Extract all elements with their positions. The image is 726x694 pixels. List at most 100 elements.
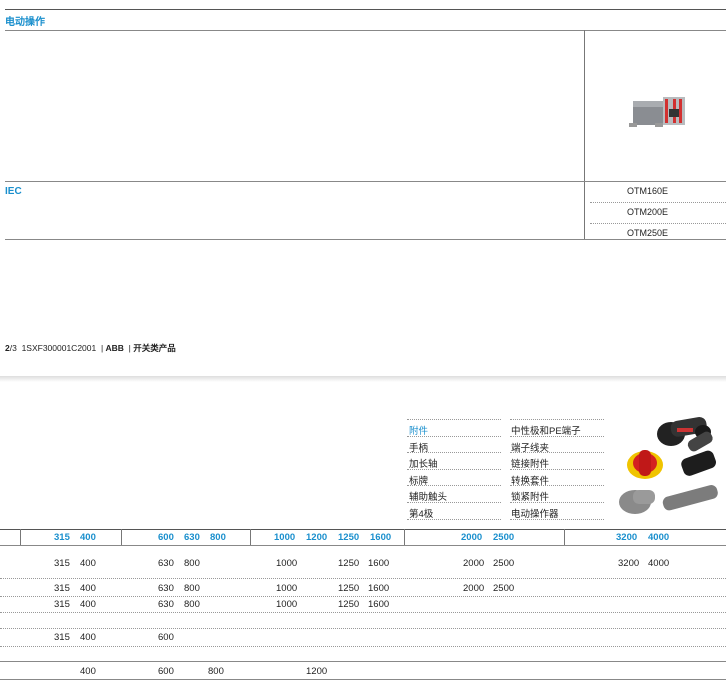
header-3200: 3200	[616, 532, 638, 543]
table-cell: 4000	[648, 558, 670, 569]
menu-divider	[510, 502, 604, 503]
menu-top-rule	[510, 419, 604, 420]
menu-divider	[510, 485, 604, 486]
menu-divider	[510, 436, 604, 437]
menu-divider	[407, 452, 501, 453]
header-1200: 1200	[306, 532, 328, 543]
table-cell: 400	[80, 632, 96, 643]
iec-rule	[5, 181, 726, 182]
top-table-bottom-rule	[5, 239, 726, 240]
menu-item-link-accessory[interactable]: 链接附件	[511, 459, 550, 470]
menu-item-extension-shaft[interactable]: 加长轴	[409, 459, 438, 470]
table-cell: 1600	[368, 583, 390, 594]
page-break	[0, 376, 726, 382]
section-rule	[0, 661, 726, 662]
menu-item-aux-contact[interactable]: 辅助触头	[409, 492, 448, 503]
col-divider	[121, 529, 122, 545]
menu-item-lock-accessory[interactable]: 锁紧附件	[511, 492, 550, 503]
menu-divider	[510, 519, 604, 520]
menu-item-neutral-pe[interactable]: 中性极和PE端子	[511, 426, 581, 437]
col-divider	[404, 529, 405, 545]
category: 开关类产品	[133, 343, 176, 353]
col-divider	[20, 529, 21, 545]
table-cell: 1000	[276, 599, 298, 610]
menu-item-label-plate[interactable]: 标牌	[409, 476, 429, 487]
table-cell: 800	[184, 583, 200, 594]
menu-item-accessories[interactable]: 附件	[409, 426, 429, 437]
table-cell: 400	[80, 599, 96, 610]
model-divider	[590, 202, 726, 203]
header-4000: 4000	[648, 532, 670, 543]
model-otm200e: OTM200E	[627, 207, 669, 217]
header-1600: 1600	[370, 532, 392, 543]
row-divider	[0, 612, 726, 613]
menu-divider	[407, 485, 501, 486]
row-divider	[0, 646, 726, 647]
page-footer: 2/3 1SXF300001C2001 | ABB | 开关类产品	[5, 343, 176, 353]
col-divider	[250, 529, 251, 545]
table-cell: 1000	[276, 583, 298, 594]
brand: ABB	[105, 343, 124, 353]
header-630: 630	[184, 532, 200, 543]
row-divider	[0, 628, 726, 629]
menu-divider	[407, 502, 501, 503]
menu-divider	[510, 452, 604, 453]
image-column-divider	[584, 30, 585, 240]
table-cell: 800	[184, 599, 200, 610]
page-number: 2	[5, 343, 10, 353]
table-cell: 800	[184, 558, 200, 569]
table-cell: 1250	[338, 558, 360, 569]
menu-divider	[407, 436, 501, 437]
model-otm250e: OTM250E	[627, 228, 669, 238]
table-cell: 2500	[493, 583, 515, 594]
table-cell: 315	[54, 599, 70, 610]
header-2500: 2500	[493, 532, 515, 543]
model-divider	[590, 223, 726, 224]
menu-item-conversion-kit[interactable]: 转换套件	[511, 476, 550, 487]
table-cell: 600	[158, 666, 174, 677]
table-cell: 1600	[368, 599, 390, 610]
menu-item-motor-operator[interactable]: 电动操作器	[511, 509, 559, 520]
table-cell: 630	[158, 583, 174, 594]
row-divider	[0, 596, 726, 597]
table-cell: 315	[54, 632, 70, 643]
iec-label: IEC	[5, 186, 22, 197]
menu-divider	[407, 519, 501, 520]
table-cell: 400	[80, 583, 96, 594]
header-400: 400	[80, 532, 96, 543]
col-divider	[564, 529, 565, 545]
menu-top-rule	[407, 419, 501, 420]
header-600: 600	[158, 532, 174, 543]
section-rule	[5, 30, 726, 31]
row-divider	[0, 578, 726, 579]
table-cell: 1600	[368, 558, 390, 569]
table-cell: 630	[158, 599, 174, 610]
model-otm160e: OTM160E	[627, 186, 669, 196]
header-800: 800	[210, 532, 226, 543]
table-cell: 400	[80, 666, 96, 677]
table-cell: 3200	[618, 558, 640, 569]
doc-code: 1SXF300001C2001	[21, 343, 97, 353]
table-cell: 1200	[306, 666, 328, 677]
table-bottom-rule	[0, 679, 726, 680]
table-cell: 2000	[463, 558, 485, 569]
otm-switch-image	[629, 93, 687, 131]
handles-image	[615, 390, 723, 520]
menu-item-4th-pole[interactable]: 第4极	[409, 509, 434, 520]
menu-divider	[407, 469, 501, 470]
table-cell: 1000	[276, 558, 298, 569]
table-cell: 315	[54, 558, 70, 569]
menu-item-handle[interactable]: 手柄	[409, 443, 429, 454]
table-cell: 315	[54, 583, 70, 594]
top-rule	[5, 9, 726, 10]
header-1000: 1000	[274, 532, 296, 543]
table-cell: 800	[208, 666, 224, 677]
menu-divider	[510, 469, 604, 470]
header-rule	[0, 545, 726, 546]
header-2000: 2000	[461, 532, 483, 543]
table-cell: 2500	[493, 558, 515, 569]
table-cell: 600	[158, 632, 174, 643]
table-cell: 400	[80, 558, 96, 569]
table-cell: 1250	[338, 583, 360, 594]
menu-item-terminal-clamp[interactable]: 端子线夹	[511, 443, 550, 454]
